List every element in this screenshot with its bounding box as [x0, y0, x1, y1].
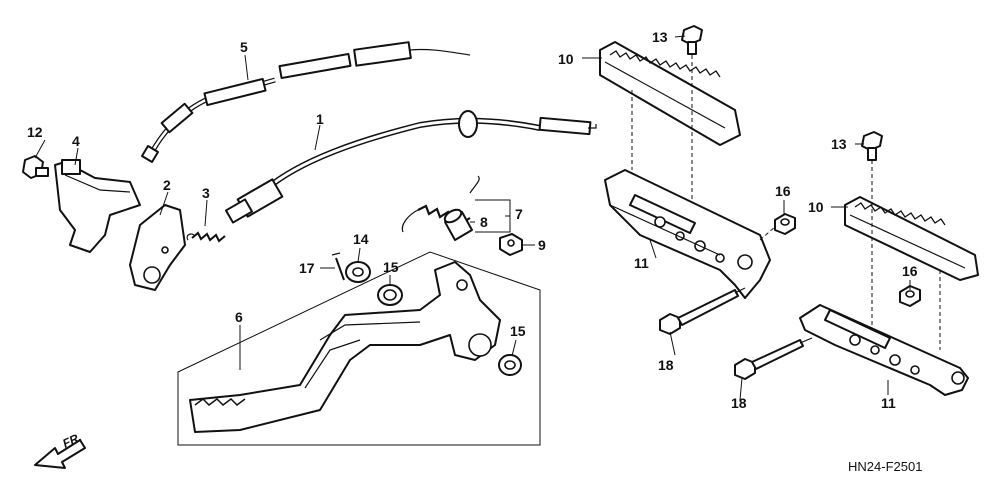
part-11-bracket-upper — [604, 169, 771, 299]
leader-lines — [34, 35, 911, 401]
part-15-seal-lower — [498, 354, 522, 376]
part-13-bolt-upper — [681, 25, 703, 55]
part-11-bracket-lower — [799, 304, 969, 396]
front-direction-arrow: FR. — [34, 430, 86, 469]
callout-15-lower: 15 — [510, 323, 526, 339]
part-6-pedal-box — [177, 251, 541, 446]
callout-13-upper: 13 — [652, 29, 668, 45]
part-9-nut — [499, 233, 523, 256]
callout-1: 1 — [316, 111, 324, 127]
part-6-pedal — [189, 261, 501, 433]
part-1-cable — [224, 110, 597, 224]
part-4-bracket — [54, 159, 141, 253]
callout-16-upper: 16 — [775, 183, 791, 199]
callout-2: 2 — [163, 177, 171, 193]
part-16-collar-lower — [899, 285, 921, 307]
callout-7: 7 — [515, 206, 523, 222]
callout-16-lower: 16 — [902, 263, 918, 279]
part-14-washer — [345, 261, 371, 283]
callout-14: 14 — [353, 231, 369, 247]
callout-labels: 1 2 3 4 5 6 7 8 9 10 10 11 11 12 13 13 1… — [27, 29, 918, 411]
callout-3: 3 — [202, 185, 210, 201]
callout-5: 5 — [240, 39, 248, 55]
callout-13-lower: 13 — [831, 136, 847, 152]
callout-8: 8 — [480, 214, 488, 230]
part-12-bolt — [22, 155, 49, 179]
callout-17: 17 — [299, 260, 315, 276]
callout-11-lower: 11 — [881, 395, 896, 411]
callout-18-lower: 18 — [731, 395, 747, 411]
callout-12: 12 — [27, 124, 43, 140]
callout-6: 6 — [235, 309, 243, 325]
part-18-bolt-lower — [734, 337, 813, 380]
callout-9: 9 — [538, 237, 546, 253]
callout-4: 4 — [72, 133, 80, 149]
part-2-arm — [129, 204, 186, 291]
callout-15-upper: 15 — [383, 259, 399, 275]
part-18-bolt-upper — [659, 287, 746, 335]
part-10-step-lower — [844, 196, 979, 281]
part-10-step-upper — [599, 41, 741, 146]
part-5-cable — [141, 41, 471, 163]
part-3-spring — [186, 231, 226, 243]
part-15-seal-upper — [377, 284, 403, 306]
callout-18-upper: 18 — [658, 357, 674, 373]
part-13-bolt-lower — [861, 131, 883, 161]
callout-10-upper: 10 — [558, 51, 574, 67]
part-16-collar-upper — [774, 213, 796, 235]
part-17-pin — [331, 252, 345, 281]
callout-10-lower: 10 — [808, 199, 824, 215]
part-8-collar — [443, 208, 473, 241]
callout-11-upper: 11 — [634, 255, 649, 271]
diagram-code: HN24-F2501 — [848, 459, 922, 474]
